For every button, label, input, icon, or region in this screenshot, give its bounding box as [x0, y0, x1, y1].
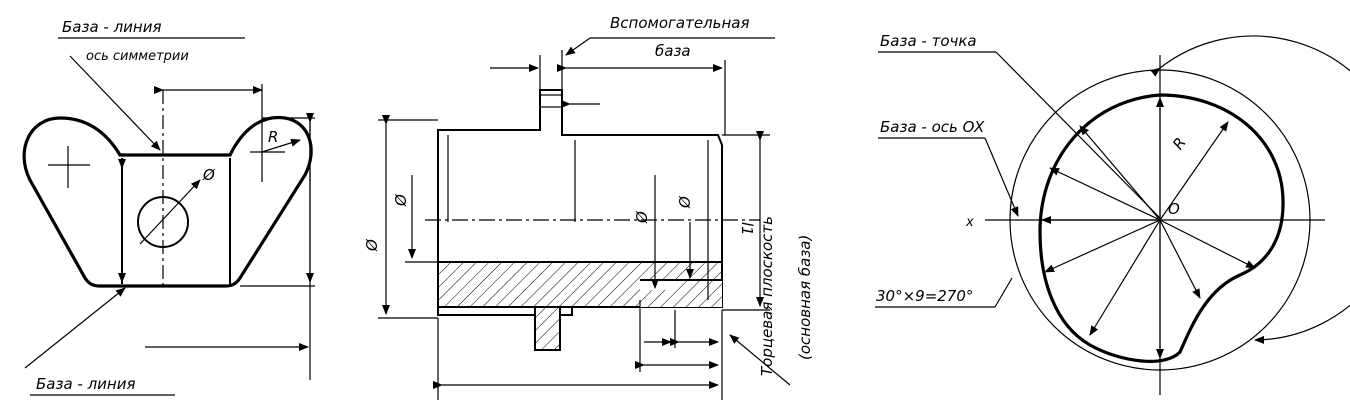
- right-label-point: База - точка: [880, 32, 977, 50]
- axis-x-label: x: [965, 215, 974, 230]
- left-label-top-line2: ось симметрии: [86, 49, 189, 64]
- middle-figure: Ø Ø Ø Ø l1 Вспомогательная база: [363, 14, 814, 400]
- left-label-bottom: База - линия: [36, 375, 136, 393]
- middle-label-face-line1: Торцевая плоскость: [758, 216, 776, 376]
- origin-label: O: [1168, 200, 1180, 218]
- middle-dim-diameter-inner: Ø: [392, 193, 410, 207]
- middle-label-face-line2: (основная база): [796, 235, 814, 360]
- left-label-top-line1: База - линия: [62, 18, 162, 36]
- middle-dim-diameter-bore1: Ø: [633, 210, 651, 224]
- left-figure: Ø R База - линия ось симметрии База - ли…: [22, 18, 315, 396]
- right-dim-radius: R: [1169, 134, 1190, 153]
- right-figure: R O x База - точка База - ось OX 30°×9=2…: [875, 32, 1350, 395]
- right-label-angle: 30°×9=270°: [876, 287, 973, 305]
- cam-profile: [1038, 93, 1285, 363]
- middle-dim-length: l1: [738, 222, 756, 236]
- middle-label-aux-line2: база: [655, 42, 691, 60]
- middle-dim-diameter-bore2: Ø: [676, 195, 694, 209]
- middle-dim-diameter-outer: Ø: [363, 238, 381, 252]
- left-dim-diameter: Ø: [202, 166, 216, 184]
- right-label-axis: База - ось OX: [880, 118, 985, 136]
- left-dim-radius: R: [268, 128, 278, 146]
- middle-label-aux-line1: Вспомогательная: [610, 14, 750, 32]
